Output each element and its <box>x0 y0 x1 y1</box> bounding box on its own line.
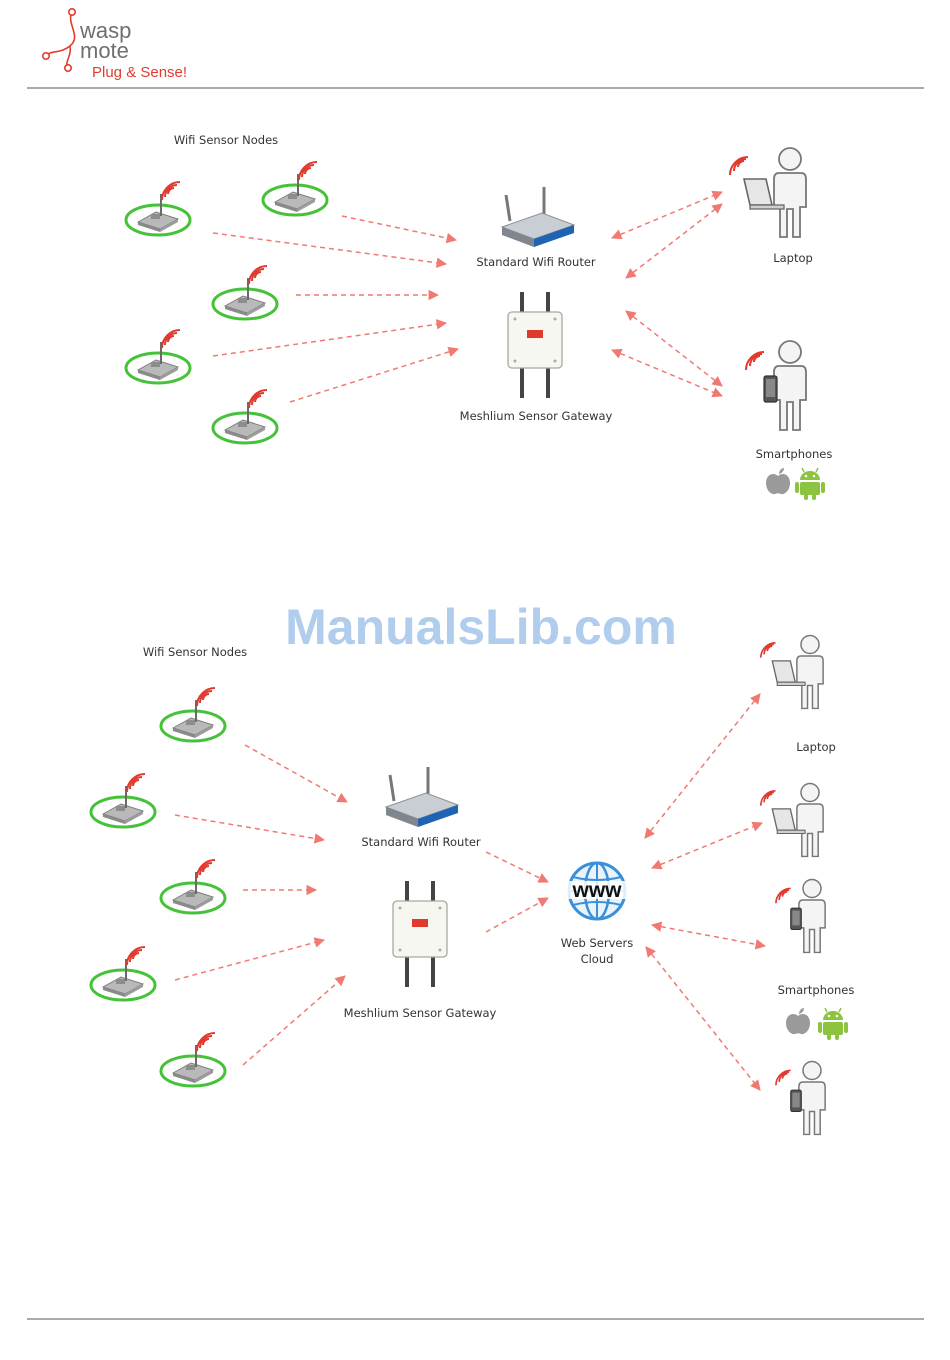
sensor-node-icon <box>213 390 277 443</box>
sensor-node-icon <box>161 860 225 913</box>
gateway-icon <box>508 292 562 398</box>
sensor-node-icon <box>213 266 277 319</box>
sensor-node-icon <box>91 774 155 827</box>
watermark-text: ManualsLib.com <box>285 599 677 655</box>
diagram1-smartphones-label: Smartphones <box>756 447 833 461</box>
apple-icon <box>786 1008 810 1034</box>
www-text: www <box>571 879 622 902</box>
diagram2-cloud-label-line1: Web Servers <box>561 936 633 950</box>
diagram1-laptop-label: Laptop <box>773 251 813 265</box>
logo-line2: mote <box>80 38 129 63</box>
diagram2-laptop-label: Laptop <box>796 740 836 754</box>
diagram2-cloud-label-line2: Cloud <box>581 952 614 966</box>
diagram1-sensor-nodes-label: Wifi Sensor Nodes <box>174 133 278 147</box>
sensor-node-icon <box>126 182 190 235</box>
sensor-node-icon <box>263 162 327 215</box>
diagram2-client-arrows <box>645 694 765 1090</box>
sensor-node-icon <box>161 688 225 741</box>
android-icon <box>818 1008 848 1040</box>
laptop-user-icon <box>761 783 823 856</box>
diagram1-router-label: Standard Wifi Router <box>476 255 596 269</box>
logo-tagline: Plug & Sense! <box>92 64 187 81</box>
phone-user-icon <box>776 879 825 952</box>
diagram2-router-label: Standard Wifi Router <box>361 835 481 849</box>
diagram2-sensor-nodes-label: Wifi Sensor Nodes <box>143 645 247 659</box>
laptop-user-icon <box>761 635 823 708</box>
diagram1-client-arrows <box>612 192 722 396</box>
diagram2-smartphones-label: Smartphones <box>778 983 855 997</box>
phone-user-icon <box>746 341 806 430</box>
laptop-user-icon <box>730 148 806 237</box>
sensor-node-icon <box>126 330 190 383</box>
waspmote-logo: wasp mote Plug & Sense! <box>43 9 187 81</box>
diagram1-gateway-label: Meshlium Sensor Gateway <box>460 409 613 423</box>
www-globe-icon: www <box>563 863 631 919</box>
diagram-1: Wifi Sensor Nodes Standard Wifi Router M… <box>126 133 832 500</box>
diagram2-gateway-label: Meshlium Sensor Gateway <box>344 1006 497 1020</box>
android-icon <box>795 468 825 500</box>
sensor-node-icon <box>161 1033 225 1086</box>
phone-user-icon <box>776 1061 825 1134</box>
router-icon <box>502 187 574 247</box>
sensor-node-icon <box>91 947 155 1000</box>
router-icon <box>386 767 458 827</box>
apple-icon <box>766 468 790 494</box>
gateway-icon <box>393 881 447 987</box>
diagram-2: Wifi Sensor Nodes Standard Wifi Router M… <box>91 635 854 1134</box>
